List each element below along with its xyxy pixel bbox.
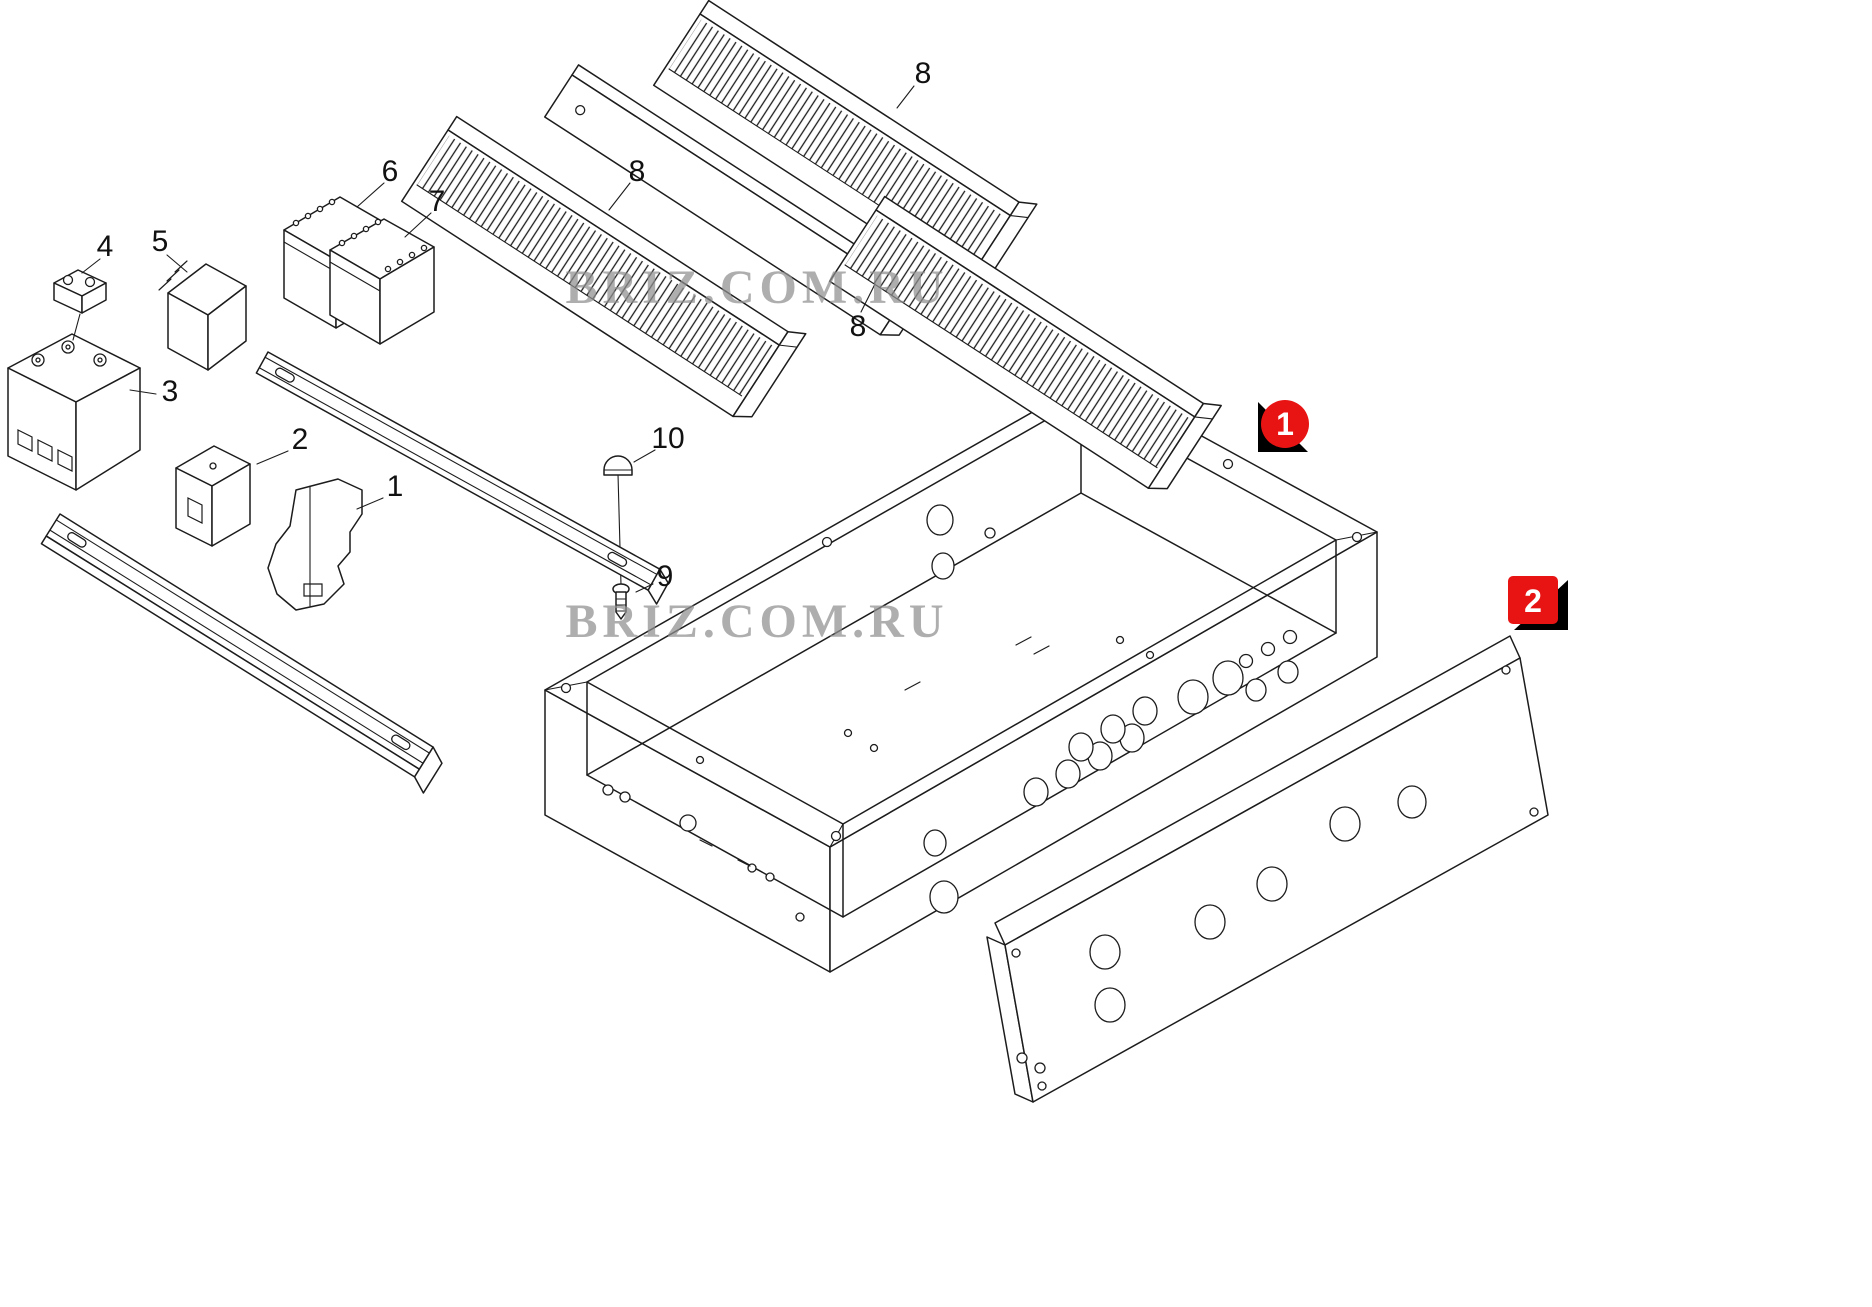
part-label-6: 6	[382, 155, 399, 188]
watermark-text-lower: BRIZ.COM.RU	[565, 595, 948, 648]
part-label-10: 10	[651, 422, 684, 455]
badge-1-circle	[1261, 400, 1309, 448]
din-rail-lower	[40, 513, 443, 794]
cable-duct-left	[400, 115, 807, 418]
part-label-9: 9	[657, 560, 674, 593]
cable-duct-top	[652, 0, 1038, 288]
badge-1-number: 1	[1276, 406, 1294, 442]
part-label-8-top: 8	[915, 57, 932, 90]
part-mounting-bracket	[158, 260, 247, 371]
enclosure-box	[544, 376, 1378, 973]
part-breaker-small	[175, 445, 251, 547]
part-label-5: 5	[152, 225, 169, 258]
din-rail-upper	[255, 351, 669, 605]
cover-panel	[986, 635, 1549, 1103]
part-label-8-right: 8	[850, 310, 867, 343]
cap-nut	[603, 455, 633, 476]
leader-lines	[81, 85, 915, 593]
part-label-8-left: 8	[629, 155, 646, 188]
part-label-1: 1	[387, 470, 404, 503]
callout-badge-2: 2	[1508, 576, 1568, 630]
cable-duct-right	[828, 195, 1222, 490]
badge-2-number: 2	[1524, 583, 1542, 619]
callout-badge-1: 1	[1258, 400, 1309, 452]
watermark-text-upper: BRIZ.COM.RU	[565, 261, 948, 314]
part-terminal-block	[53, 269, 107, 341]
part-label-4: 4	[97, 230, 114, 263]
badge-2-square	[1508, 576, 1558, 624]
part-label-7: 7	[429, 185, 446, 218]
part-breaker-profile	[267, 478, 363, 611]
part-label-3: 3	[162, 375, 179, 408]
part-contactor	[7, 333, 141, 491]
screw	[612, 583, 630, 620]
part-label-2: 2	[292, 423, 309, 456]
